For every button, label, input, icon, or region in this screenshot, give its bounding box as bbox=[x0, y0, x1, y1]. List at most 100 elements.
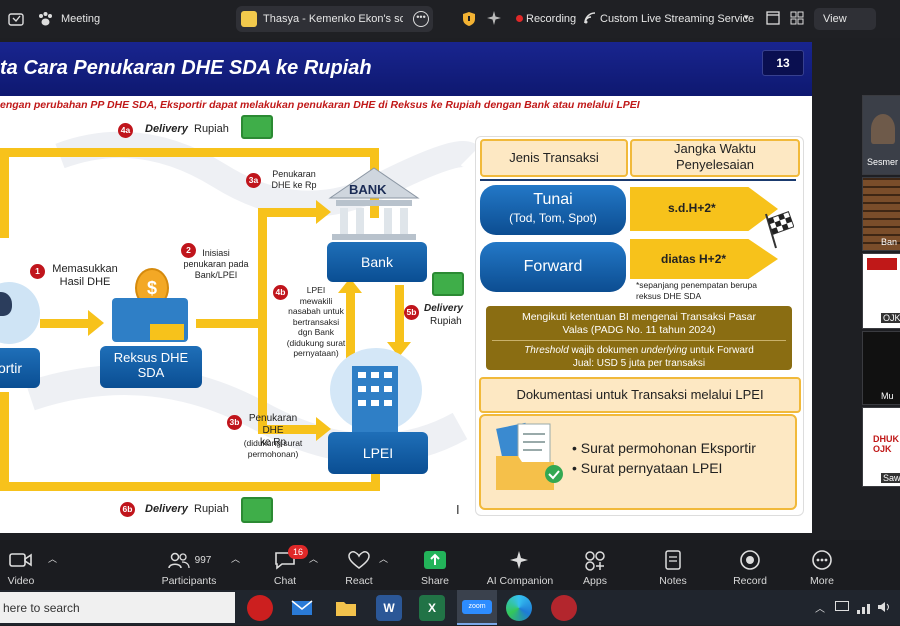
participant-tile-4[interactable]: Mu bbox=[862, 331, 900, 405]
screen-share-chip[interactable]: Thasya - Kemenko Ekon's screen ••• bbox=[236, 6, 433, 32]
flow-line-bottom bbox=[0, 482, 380, 491]
edge-icon[interactable] bbox=[506, 595, 532, 621]
grid-icon[interactable] bbox=[790, 11, 804, 25]
share-button[interactable]: Share bbox=[400, 548, 470, 587]
badge-4a: 4a bbox=[118, 123, 133, 138]
volume-icon[interactable] bbox=[877, 600, 891, 612]
bi-note-2-mid: wajib dokumen bbox=[568, 345, 641, 356]
step-4b-label: LPEI mewakili nasabah untuk bertransaksi… bbox=[286, 285, 346, 358]
app-icon[interactable] bbox=[8, 11, 24, 27]
chat-options-chevron-icon[interactable]: ︿ bbox=[309, 554, 319, 564]
flow-line-left-top bbox=[0, 148, 9, 238]
apps-label: Apps bbox=[583, 575, 607, 587]
bank-building-icon bbox=[326, 164, 422, 242]
participant-name: OJK bbox=[881, 313, 900, 323]
heart-icon bbox=[324, 548, 394, 572]
doc-item-2: • Surat pernyataan LPEI bbox=[572, 460, 723, 476]
apps-button[interactable]: Apps bbox=[560, 548, 630, 587]
meeting-label[interactable]: Meeting bbox=[61, 13, 101, 25]
step-1-label: Memasukkan Hasil DHE bbox=[52, 263, 118, 288]
file-explorer-icon[interactable] bbox=[333, 595, 359, 621]
flow-line-5b bbox=[395, 285, 404, 345]
window-icon[interactable] bbox=[766, 11, 780, 25]
app-red-icon[interactable] bbox=[551, 595, 577, 621]
bi-note-1: Mengikuti ketentuan BI mengenai Transaks… bbox=[521, 311, 757, 336]
participant-name: Saw bbox=[881, 473, 900, 483]
bi-note-divider bbox=[492, 340, 786, 341]
text-cursor-icon: I bbox=[456, 502, 460, 517]
react-button[interactable]: React bbox=[324, 548, 394, 587]
table-footnote: *sepanjang penempatan berupa reksus DHE … bbox=[636, 280, 757, 301]
participants-button[interactable]: 997 Participants bbox=[154, 548, 224, 587]
ai-sparkle-icon bbox=[482, 548, 558, 572]
streaming-label[interactable]: Custom Live Streaming Service bbox=[600, 13, 755, 25]
meeting-control-bar: Video ︿ 997 Participants ︿ Chat 16 ︿ Rea… bbox=[0, 540, 900, 590]
apps-icon bbox=[560, 548, 630, 572]
doc-item-1-text: Surat permohonan Eksportir bbox=[580, 440, 756, 456]
flow-line-to-bank bbox=[258, 208, 318, 217]
delivery-4a-rest: Rupiah bbox=[194, 123, 229, 135]
exporter-box: ortir bbox=[0, 348, 40, 388]
bi-note-2-rest: untuk Forward Jual: USD 5 juta per trans… bbox=[572, 345, 754, 369]
more-options-icon[interactable]: ••• bbox=[413, 11, 429, 27]
slide-page-number: 13 bbox=[762, 50, 804, 76]
money-icon bbox=[241, 115, 273, 139]
taskbar-search-box[interactable]: here to search bbox=[0, 592, 235, 623]
flow-line-4b bbox=[346, 292, 355, 377]
participant-tile-2[interactable]: Ban bbox=[862, 177, 900, 251]
presenter-avatar bbox=[241, 11, 257, 27]
participant-tile-3[interactable]: OJK bbox=[862, 253, 900, 329]
row-forward-main: Forward bbox=[523, 258, 583, 275]
video-options-chevron-icon[interactable]: ︿ bbox=[48, 554, 58, 564]
view-button[interactable]: View bbox=[814, 8, 876, 30]
record-button[interactable]: Record bbox=[715, 548, 785, 587]
word-icon[interactable]: W bbox=[376, 595, 402, 621]
bi-note-2-em2: underlying bbox=[640, 345, 688, 356]
more-button[interactable]: More bbox=[787, 548, 857, 587]
excel-icon[interactable]: X bbox=[419, 595, 445, 621]
meeting-top-bar: Meeting Thasya - Kemenko Ekon's screen •… bbox=[0, 0, 900, 38]
react-options-chevron-icon[interactable]: ︿ bbox=[379, 554, 389, 564]
share-label: Thasya - Kemenko Ekon's screen bbox=[263, 13, 403, 25]
arrow-head-bank bbox=[316, 200, 331, 224]
zoom-taskbar-button[interactable]: zoom bbox=[457, 590, 497, 625]
flow-line-to-lpei bbox=[258, 425, 318, 434]
recording-label[interactable]: Recording bbox=[526, 13, 577, 25]
row-tunai-sub: (Tod, Tom, Spot) bbox=[509, 211, 597, 225]
row-tunai-value: s.d.H+2* bbox=[668, 201, 716, 215]
record-icon bbox=[715, 548, 785, 572]
more-icon bbox=[787, 548, 857, 572]
row-forward-value: diatas H+2* bbox=[661, 252, 727, 266]
ai-companion-button[interactable]: AI Companion bbox=[482, 548, 558, 587]
notes-icon bbox=[638, 548, 708, 572]
battery-icon[interactable] bbox=[835, 601, 849, 611]
view-label: View bbox=[823, 13, 847, 25]
notes-label: Notes bbox=[659, 575, 687, 587]
video-button[interactable]: Video bbox=[0, 548, 56, 587]
video-icon bbox=[0, 548, 56, 572]
network-icon[interactable] bbox=[857, 601, 871, 614]
flow-line-split bbox=[258, 208, 267, 433]
participants-options-chevron-icon[interactable]: ︿ bbox=[231, 554, 241, 564]
step-3b-label: Penukaran DHE ke Rp bbox=[248, 413, 298, 448]
arrow-head-1 bbox=[88, 310, 104, 336]
opera-icon[interactable] bbox=[247, 595, 273, 621]
participant-tile-1[interactable]: Sesmer bbox=[862, 95, 900, 175]
shield-icon[interactable] bbox=[462, 11, 476, 27]
mail-icon[interactable] bbox=[289, 595, 315, 621]
arrow-head-lpei bbox=[316, 417, 331, 441]
participants-count: 997 bbox=[194, 554, 212, 566]
notes-button[interactable]: Notes bbox=[638, 548, 708, 587]
row-forward-arrow bbox=[630, 239, 778, 279]
flow-arrow-1 bbox=[40, 319, 90, 328]
money-icon-5b bbox=[432, 272, 464, 296]
office-building-icon bbox=[350, 362, 400, 432]
money-icon-6b bbox=[241, 497, 273, 523]
chat-label: Chat bbox=[273, 575, 297, 587]
tray-chevron-icon[interactable]: ︿ bbox=[815, 604, 825, 615]
ojk-logo-icon bbox=[867, 258, 897, 270]
participant-tile-5[interactable]: DHUK OJK Saw bbox=[862, 407, 900, 487]
chevron-down-icon[interactable]: ▾ bbox=[744, 12, 749, 22]
zoom-icon: zoom bbox=[462, 600, 492, 614]
sparkle-icon[interactable] bbox=[486, 10, 502, 26]
